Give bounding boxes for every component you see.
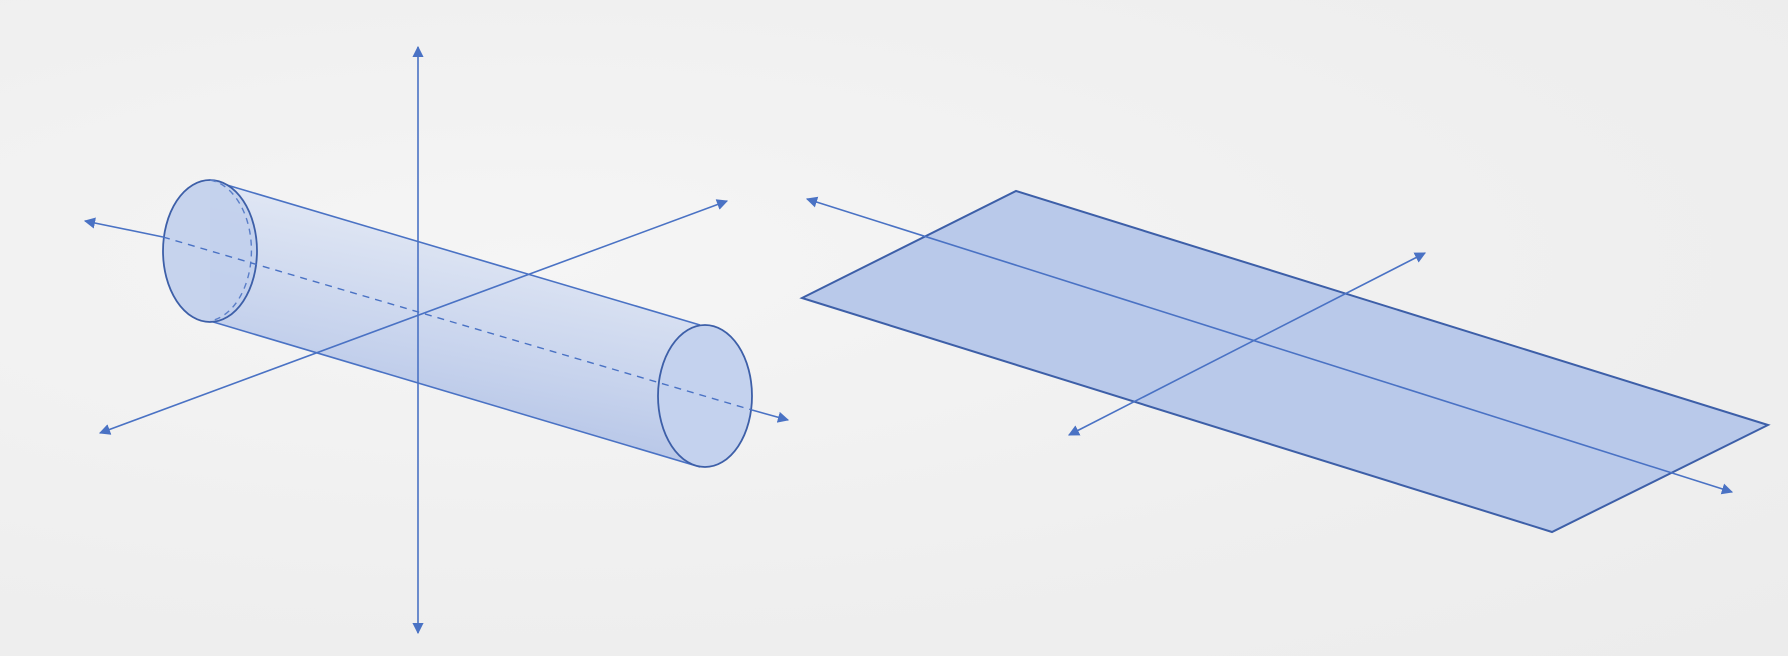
plane-figure: [799, 189, 1771, 534]
plane-short-axis: [1068, 252, 1426, 436]
flat-plane-surface: [799, 189, 1771, 534]
cylinder-long-axis-left-segment: [83, 217, 164, 238]
plane-long-axis: [805, 196, 1734, 495]
transverse-axis: [98, 199, 729, 435]
cylinder-long-axis-right-segment: [751, 409, 790, 423]
cylinder-left-cap: [162, 179, 258, 323]
cylinder-figure: [83, 45, 790, 635]
cylinder-body: [210, 180, 700, 467]
